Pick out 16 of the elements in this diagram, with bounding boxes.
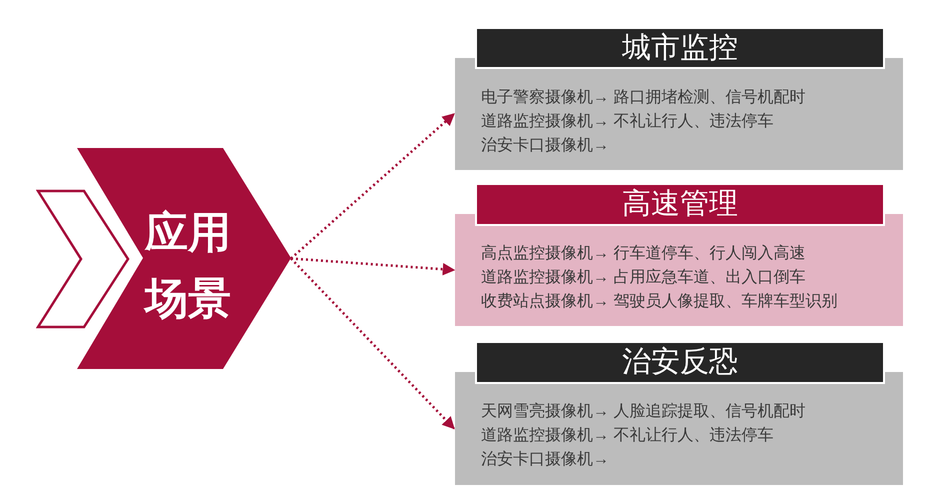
dotted-arrow [290, 113, 455, 260]
text-line: 道路监控摄像机→ 占用应急车道、出入口倒车 [481, 268, 806, 288]
text-line: 道路监控摄像机→ 不礼让行人、违法停车 [481, 426, 774, 446]
text-line: 电子警察摄像机→ 路口拥堵检测、信号机配时 [481, 88, 806, 108]
text-line: 高点监控摄像机→ 行车道停车、行人闯入高速 [481, 244, 806, 264]
text-line: 治安卡口摄像机→ [481, 136, 610, 156]
dotted-arrow [290, 258, 455, 430]
dotted-arrow [290, 257, 456, 276]
text-line: 收费站点摄像机→ 驾驶员人像提取、车牌车型识别 [481, 292, 838, 312]
heading-bar: 高速管理 [475, 183, 885, 226]
text-line: 天网雪亮摄像机→ 人脸追踪提取、信号机配时 [481, 402, 806, 422]
text-line: 道路监控摄像机→ 不礼让行人、违法停车 [481, 112, 774, 132]
chevron-label: 应用场景 [145, 208, 232, 325]
heading-bar: 治安反恐 [475, 341, 885, 384]
heading-bar: 城市监控 [475, 27, 885, 69]
text-line: 治安卡口摄像机→ [481, 450, 610, 470]
